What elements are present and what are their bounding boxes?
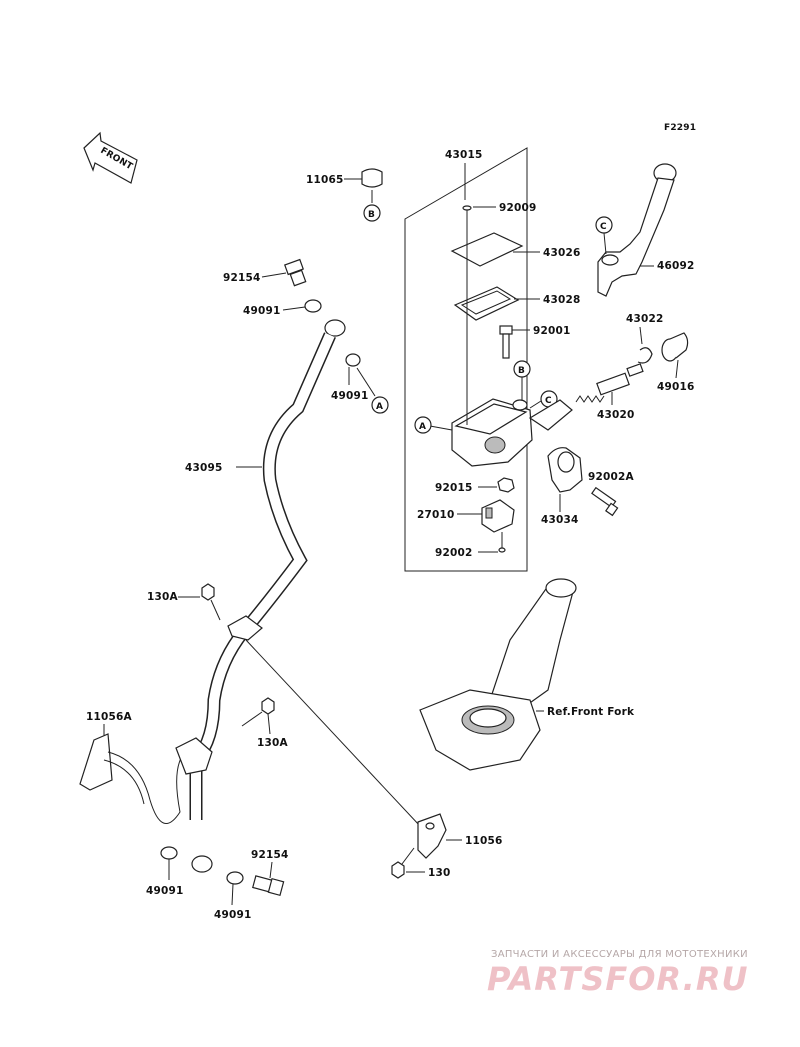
callout-92154-bottom: 92154: [251, 849, 289, 861]
svg-text:B: B: [518, 366, 525, 376]
callout-92002A: 92002A: [588, 471, 635, 483]
part-49091-washer-top-right: [345, 353, 361, 367]
part-49016-boot: [661, 332, 689, 362]
svg-text:A: A: [376, 402, 383, 412]
part-92001-bolt: [499, 325, 513, 359]
part-11065-cap: [361, 168, 383, 203]
part-46092-lever: [597, 163, 677, 297]
callout-130: 130: [428, 867, 451, 879]
part-92154-banjo-bolt-bottom: [252, 875, 285, 897]
watermark-brand: PARTSFOR.RU: [487, 960, 749, 998]
front-fork-stem: [419, 578, 577, 771]
callout-11056A: 11056A: [86, 711, 133, 723]
callout-49091-top-right: 49091: [331, 390, 369, 402]
assembly-box: [404, 147, 528, 572]
watermark-tagline: ЗАПЧАСТИ И АКСЕССУАРЫ ДЛЯ МОТОТЕХНИКИ: [491, 949, 748, 960]
callout-43020: 43020: [597, 409, 635, 421]
callout-92001: 92001: [533, 325, 571, 337]
part-49091-washer-bottom-right: [226, 871, 244, 885]
banjo-fitting-top: [324, 319, 346, 337]
svg-text:C: C: [545, 396, 552, 406]
callout-ref-front-fork: Ref.Front Fork: [547, 706, 635, 718]
callout-92002: 92002: [435, 547, 473, 559]
marker-a-right: [414, 416, 432, 434]
callout-49091-top: 49091: [243, 305, 281, 317]
callout-49091-bottom-left: 49091: [146, 885, 184, 897]
marker-a-left: [371, 396, 389, 414]
part-11056A-bracket: [79, 733, 191, 824]
figure-code: F2291: [664, 123, 696, 133]
callout-130A-left: 130A: [147, 591, 179, 603]
part-92009-screw: [462, 205, 472, 224]
part-11056-bracket: [417, 813, 447, 859]
part-49091-washer-top: [304, 299, 322, 313]
part-27010-switch: [481, 499, 515, 533]
callout-43022: 43022: [626, 313, 664, 325]
front-direction-arrow: FRONT: [83, 131, 138, 184]
svg-text:A: A: [419, 422, 426, 432]
callout-43015: 43015: [445, 149, 483, 161]
part-92154-banjo-bolt-top: [284, 258, 307, 287]
svg-text:C: C: [600, 222, 607, 232]
callout-92154-top: 92154: [223, 272, 261, 284]
callout-43034: 43034: [541, 514, 579, 526]
callout-130A-right: 130A: [257, 737, 289, 749]
callout-92009: 92009: [499, 202, 537, 214]
part-43026-cover: [450, 232, 524, 267]
part-92015-nut: [497, 477, 515, 493]
part-130A-bolt-right: [241, 697, 275, 727]
callout-49091-bottom-right: 49091: [214, 909, 252, 921]
svg-text:B: B: [368, 210, 375, 220]
hose-clamp-upper: [227, 615, 263, 641]
part-43022-circlip: [637, 347, 653, 364]
hose-clamp-lower: [175, 737, 213, 775]
part-130-bolt: [391, 847, 415, 879]
banjo-fitting-bottom: [191, 855, 213, 873]
marker-b-top: [363, 204, 381, 222]
callout-43028: 43028: [543, 294, 581, 306]
part-130A-bolt-left: [201, 583, 221, 621]
part-92002-screw: [498, 532, 506, 553]
part-43034-clamp: [547, 447, 583, 493]
part-43028-diaphragm: [453, 286, 520, 321]
callout-92015: 92015: [435, 482, 473, 494]
callout-43026: 43026: [543, 247, 581, 259]
callout-11065: 11065: [306, 174, 344, 186]
callout-27010: 27010: [417, 509, 455, 521]
master-cylinder-body: [451, 398, 573, 467]
part-43020-piston: [575, 363, 644, 403]
callout-43095: 43095: [185, 462, 223, 474]
part-92002A-bolt: [591, 486, 619, 517]
callout-49016: 49016: [657, 381, 695, 393]
part-49091-washer-bottom-left: [160, 846, 178, 860]
callout-11056: 11056: [465, 835, 503, 847]
callout-46092: 46092: [657, 260, 695, 272]
